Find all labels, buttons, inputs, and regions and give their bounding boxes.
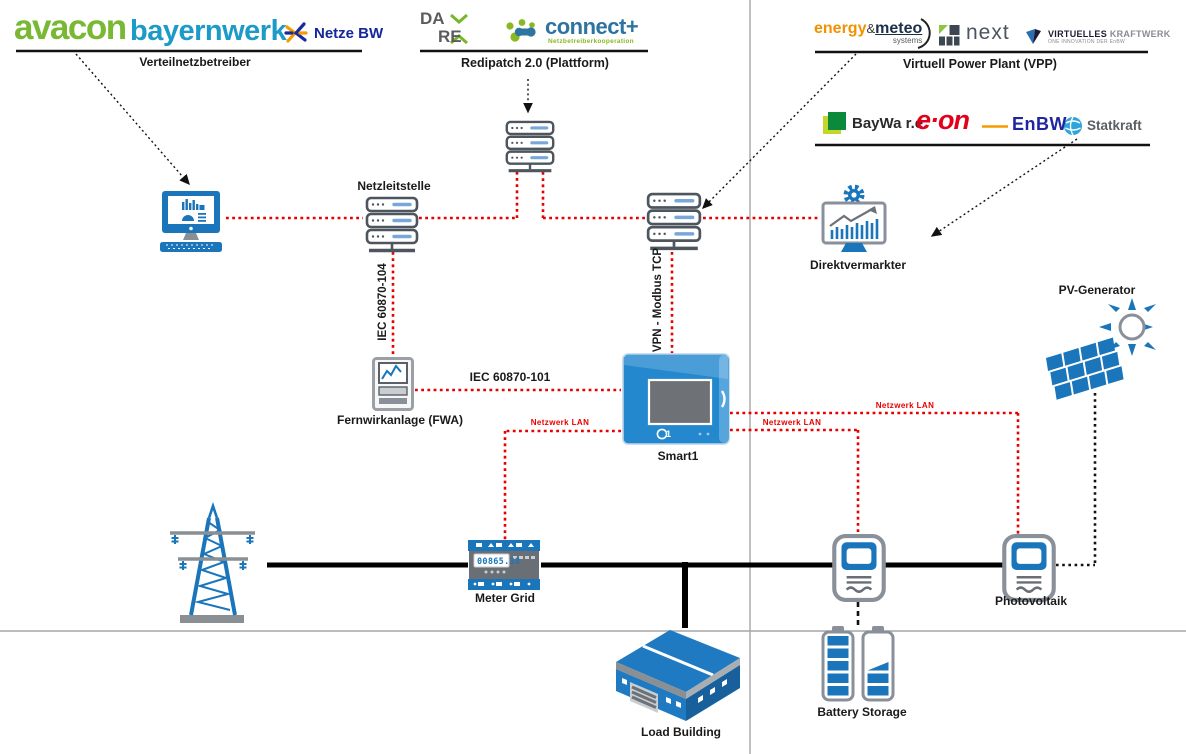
enbw-logo: EnBW [1012, 114, 1067, 134]
connect-plus-logo: connect+ [545, 14, 639, 39]
statkraft-logo: Statkraft [1087, 118, 1142, 133]
meter-grid-label: Meter Grid [474, 591, 535, 605]
smart1-label: Smart1 [657, 449, 699, 463]
energy-meteo-energy: energy [814, 20, 867, 37]
transmission-tower-icon [170, 501, 255, 623]
photovoltaik-label: Photovoltaik [994, 594, 1067, 608]
iec-60870-101-label: IEC 60870-101 [469, 370, 551, 384]
pv-inverter-icon [1002, 534, 1056, 602]
avacon-logo: avacon [14, 8, 127, 47]
energy-meteo-amp: & [866, 21, 876, 36]
next-grid-icon [939, 25, 960, 46]
vk-word2: KRAFTWERK [1109, 29, 1171, 39]
connect-plus-icon [506, 19, 536, 42]
enbw-dash-icon [982, 125, 1008, 128]
direktvermarkter-label: Direktvermarkter [809, 258, 907, 272]
pv-generator-label: PV-Generator [1058, 283, 1136, 297]
meter-display-value: 00865.38 [477, 557, 521, 567]
vpp-server-icon [646, 192, 702, 251]
smart1-device-icon [622, 353, 730, 445]
iec-60870-104-label: IEC 60870-104 [377, 263, 389, 341]
virtuelles-kraftwerk-icon [1026, 29, 1041, 44]
netzwerk-lan-meter-label: Netzwerk LAN [530, 418, 590, 427]
energy-meteo-swoosh-icon [917, 18, 931, 49]
virtuelles-kraftwerk-logo: VIRTUELLES KRAFTWERK ONE INNOVATION DER … [1048, 29, 1171, 45]
pv-dc-dotted-line [1056, 393, 1097, 567]
statkraft-globe-icon [1064, 116, 1082, 136]
fwa-cabinet-icon [372, 357, 414, 411]
dare-logo-bottom: RE [438, 27, 462, 46]
next-logo: next [966, 21, 1010, 44]
vk-word1: VIRTUELLES [1048, 29, 1108, 39]
netze-bw-logo: Netze BW [314, 25, 384, 42]
meter-grid-icon [468, 540, 540, 590]
baywa-icon [823, 112, 846, 134]
pv-generator-icon [1046, 298, 1156, 400]
connect-plus-subtitle: Netzbetreiberkooperation [548, 38, 634, 45]
direktvermarkter-icon [821, 184, 887, 252]
energy-meteo-meteo: meteo [875, 20, 923, 37]
battery-storage-icon [821, 626, 895, 702]
smart1-badge: 1 [666, 429, 672, 439]
dare-chevrons-icon [450, 13, 468, 45]
eon-logo: e·on [916, 105, 970, 135]
energy-meteo-logo: energy&meteo systems [814, 20, 922, 45]
load-building-label: Load Building [641, 725, 721, 739]
energy-meteo-systems: systems [892, 36, 923, 45]
bayernwerk-logo: bayernwerk [130, 15, 287, 47]
load-building-icon [616, 630, 740, 721]
netze-bw-icon [284, 22, 308, 43]
workstation-monitor-icon [160, 191, 222, 252]
group-label-verteilnetzbetreiber: Verteilnetzbetreiber [139, 55, 251, 69]
group-label-redipatch: Redipatch 2.0 (Plattform) [461, 56, 609, 70]
association-arrows [75, 53, 1078, 237]
group-underlines [16, 49, 1150, 147]
netzleitstelle-label: Netzleitstelle [357, 179, 431, 193]
vk-subtitle: ONE INNOVATION DER EnBW [1048, 39, 1125, 45]
netzwerk-lan-battery-label: Netzwerk LAN [762, 418, 822, 427]
red-comms-lines [226, 172, 1020, 540]
battery-storage-label: Battery Storage [817, 705, 907, 719]
battery-inverter-icon [832, 534, 886, 602]
netzwerk-lan-pv-label: Netzwerk LAN [875, 401, 935, 410]
dare-logo-top: DA [420, 9, 445, 28]
group-label-vpp: Virtuell Power Plant (VPP) [903, 57, 1057, 71]
baywa-logo: BayWa r.e. [852, 115, 928, 132]
netzleitstelle-server-icon [365, 196, 419, 253]
redipatch-server-icon [505, 120, 555, 173]
vpn-modbus-tcp-label: VPN - Modbus TCP [652, 247, 664, 353]
fwa-label: Fernwirkanlage (FWA) [336, 413, 464, 427]
